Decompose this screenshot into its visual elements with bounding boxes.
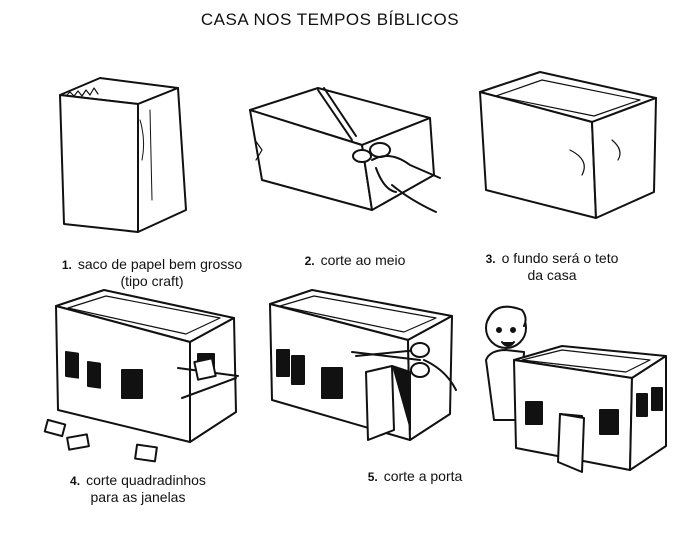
step-number: 2. <box>304 254 315 268</box>
step-5-caption: 5. corte a porta <box>350 468 480 485</box>
step-3-caption: 3. o fundo será o teto da casa <box>452 250 652 283</box>
paper-bag-illustration <box>59 77 187 233</box>
step-text-line2: (tipo craft) <box>120 273 184 289</box>
roof-box-illustration <box>479 71 657 219</box>
step-4-caption: 4. corte quadradinhos para as janelas <box>38 472 238 505</box>
step-2-caption: 2. corte ao meio <box>280 252 430 269</box>
step-text: corte a porta <box>383 468 463 484</box>
step-number: 1. <box>61 258 72 272</box>
step-text-line2: para as janelas <box>90 489 186 505</box>
bag-cutting-illustration <box>249 87 441 213</box>
step-text: corte ao meio <box>320 252 406 268</box>
page-title: CASA NOS TEMPOS BÍBLICOS <box>200 10 460 29</box>
door-cutting-illustration <box>269 289 457 441</box>
step-text: o fundo será o teto <box>501 250 619 266</box>
step-text: saco de papel bem grosso <box>77 256 243 272</box>
step-number: 5. <box>367 470 378 484</box>
step-number: 4. <box>70 474 81 488</box>
step-1-caption: 1. saco de papel bem grosso (tipo craft) <box>42 256 262 289</box>
step-number: 3. <box>485 252 496 266</box>
finished-house-illustration <box>485 305 667 473</box>
windows-box-illustration <box>43 289 239 463</box>
step-text-line2: da casa <box>527 267 577 283</box>
step-text: corte quadradinhos <box>86 472 206 488</box>
